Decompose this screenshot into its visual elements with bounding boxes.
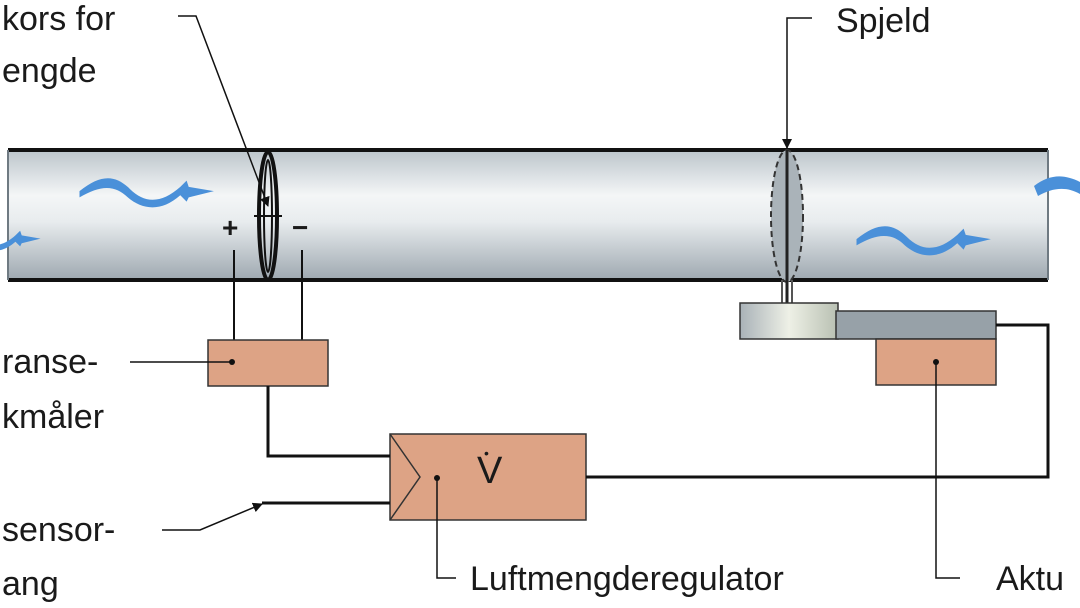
sensor-label-line1: sensor- [2, 511, 116, 549]
pressure-label-line1: ranse- [2, 343, 99, 381]
minus-sign: − [292, 212, 309, 243]
flow-arrows [0, 176, 1080, 256]
regulator-box [389, 433, 587, 521]
actuator-label: Aktu [996, 560, 1065, 598]
damper-blade-icon [770, 149, 804, 306]
damper-label: Spjeld [836, 2, 931, 40]
plus-sign: + [222, 212, 239, 243]
regulator-label: Luftmengderegulator [470, 560, 784, 598]
regulator-input-chevron [389, 433, 421, 521]
flow-arrow-icon [1034, 176, 1080, 196]
sensor-label-line2: ang [2, 565, 59, 603]
duct-pipe [8, 150, 1048, 280]
regulator-symbol: V [477, 450, 503, 492]
actuator-slide [739, 302, 839, 340]
flow-cross-label-line1: kors for [2, 0, 116, 38]
pressure-transmitter-box [207, 339, 329, 387]
actuator-body [835, 310, 997, 340]
flow-cross-label-line2: engde [2, 52, 97, 90]
regulator-symbol-dot: • [484, 445, 489, 461]
leader-lines [130, 15, 960, 579]
orifice-cross-icon [254, 150, 282, 282]
pressure-label-line2: kmåler [2, 398, 105, 436]
signal-wiring [262, 323, 1050, 505]
